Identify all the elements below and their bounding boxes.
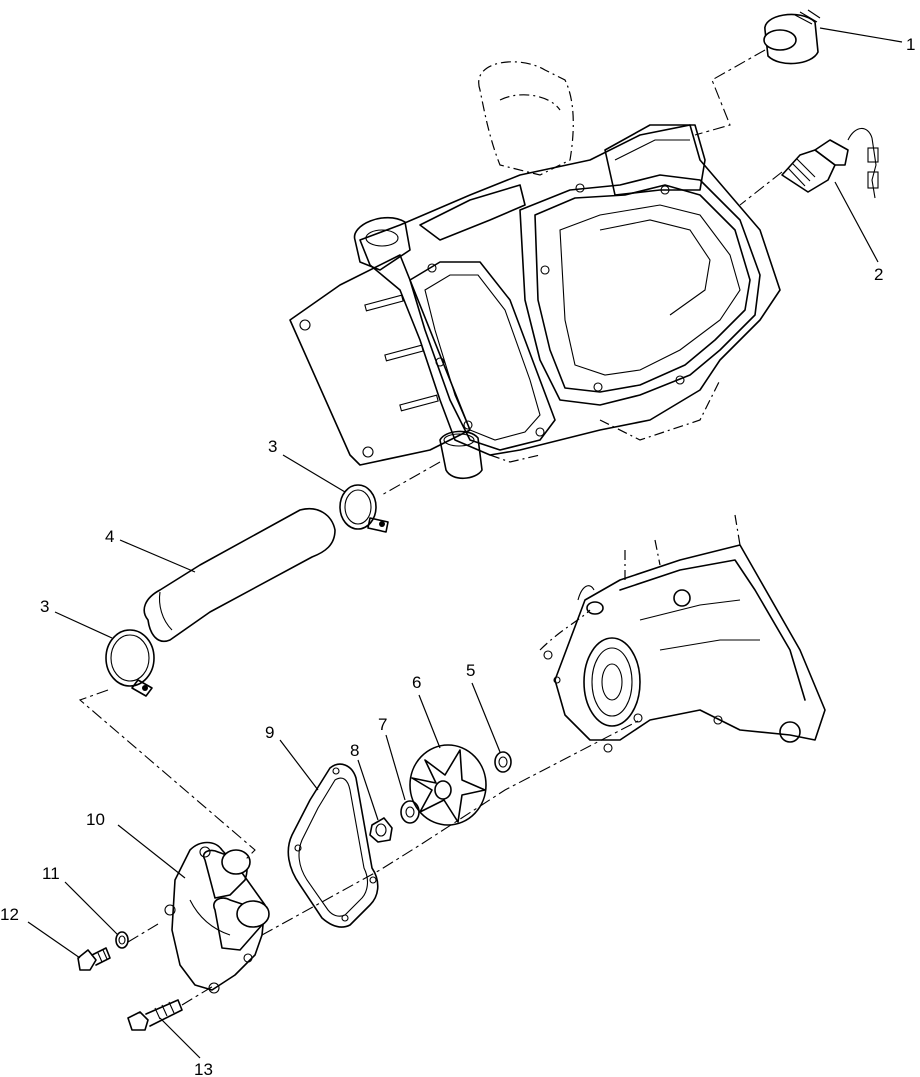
callout-11: 11 bbox=[42, 864, 60, 883]
part-6-impeller bbox=[409, 744, 487, 826]
callout-1: 1 bbox=[906, 35, 915, 54]
assembly-centerlines bbox=[78, 49, 783, 1006]
part-9-gasket bbox=[287, 763, 379, 928]
part-1-thermostat-cap bbox=[763, 9, 821, 65]
callout-12: 12 bbox=[0, 905, 19, 924]
callout-8: 8 bbox=[350, 741, 359, 760]
callout-3-upper: 3 bbox=[268, 437, 277, 456]
part-2-temperature-sensor bbox=[781, 127, 879, 199]
callout-10: 10 bbox=[86, 810, 105, 829]
callout-7: 7 bbox=[378, 715, 387, 734]
callout-13: 13 bbox=[194, 1060, 213, 1077]
part-7-washer bbox=[400, 800, 420, 824]
part-5-nut bbox=[494, 751, 512, 773]
callout-labels: 1 2 3 4 3 5 6 7 8 9 10 11 12 13 bbox=[0, 35, 915, 1077]
part-11-washer bbox=[115, 931, 129, 949]
callout-6: 6 bbox=[412, 673, 421, 692]
callout-4: 4 bbox=[105, 527, 114, 546]
callout-9: 9 bbox=[265, 723, 274, 742]
crankcase-section bbox=[539, 514, 826, 753]
part-4-coolant-hose bbox=[143, 508, 336, 642]
leader-lines bbox=[27, 27, 903, 1059]
cylinder-head-assembly bbox=[289, 61, 781, 480]
part-3-hose-clamp-upper bbox=[339, 484, 389, 533]
callout-2: 2 bbox=[874, 265, 883, 284]
part-10-water-pump-cover bbox=[164, 841, 270, 994]
part-13-bolt bbox=[127, 999, 183, 1031]
callout-3-lower: 3 bbox=[40, 597, 49, 616]
callout-5: 5 bbox=[466, 661, 475, 680]
part-3-hose-clamp-lower bbox=[105, 629, 155, 697]
part-8-seal bbox=[369, 817, 393, 843]
part-12-bolt bbox=[77, 947, 111, 971]
